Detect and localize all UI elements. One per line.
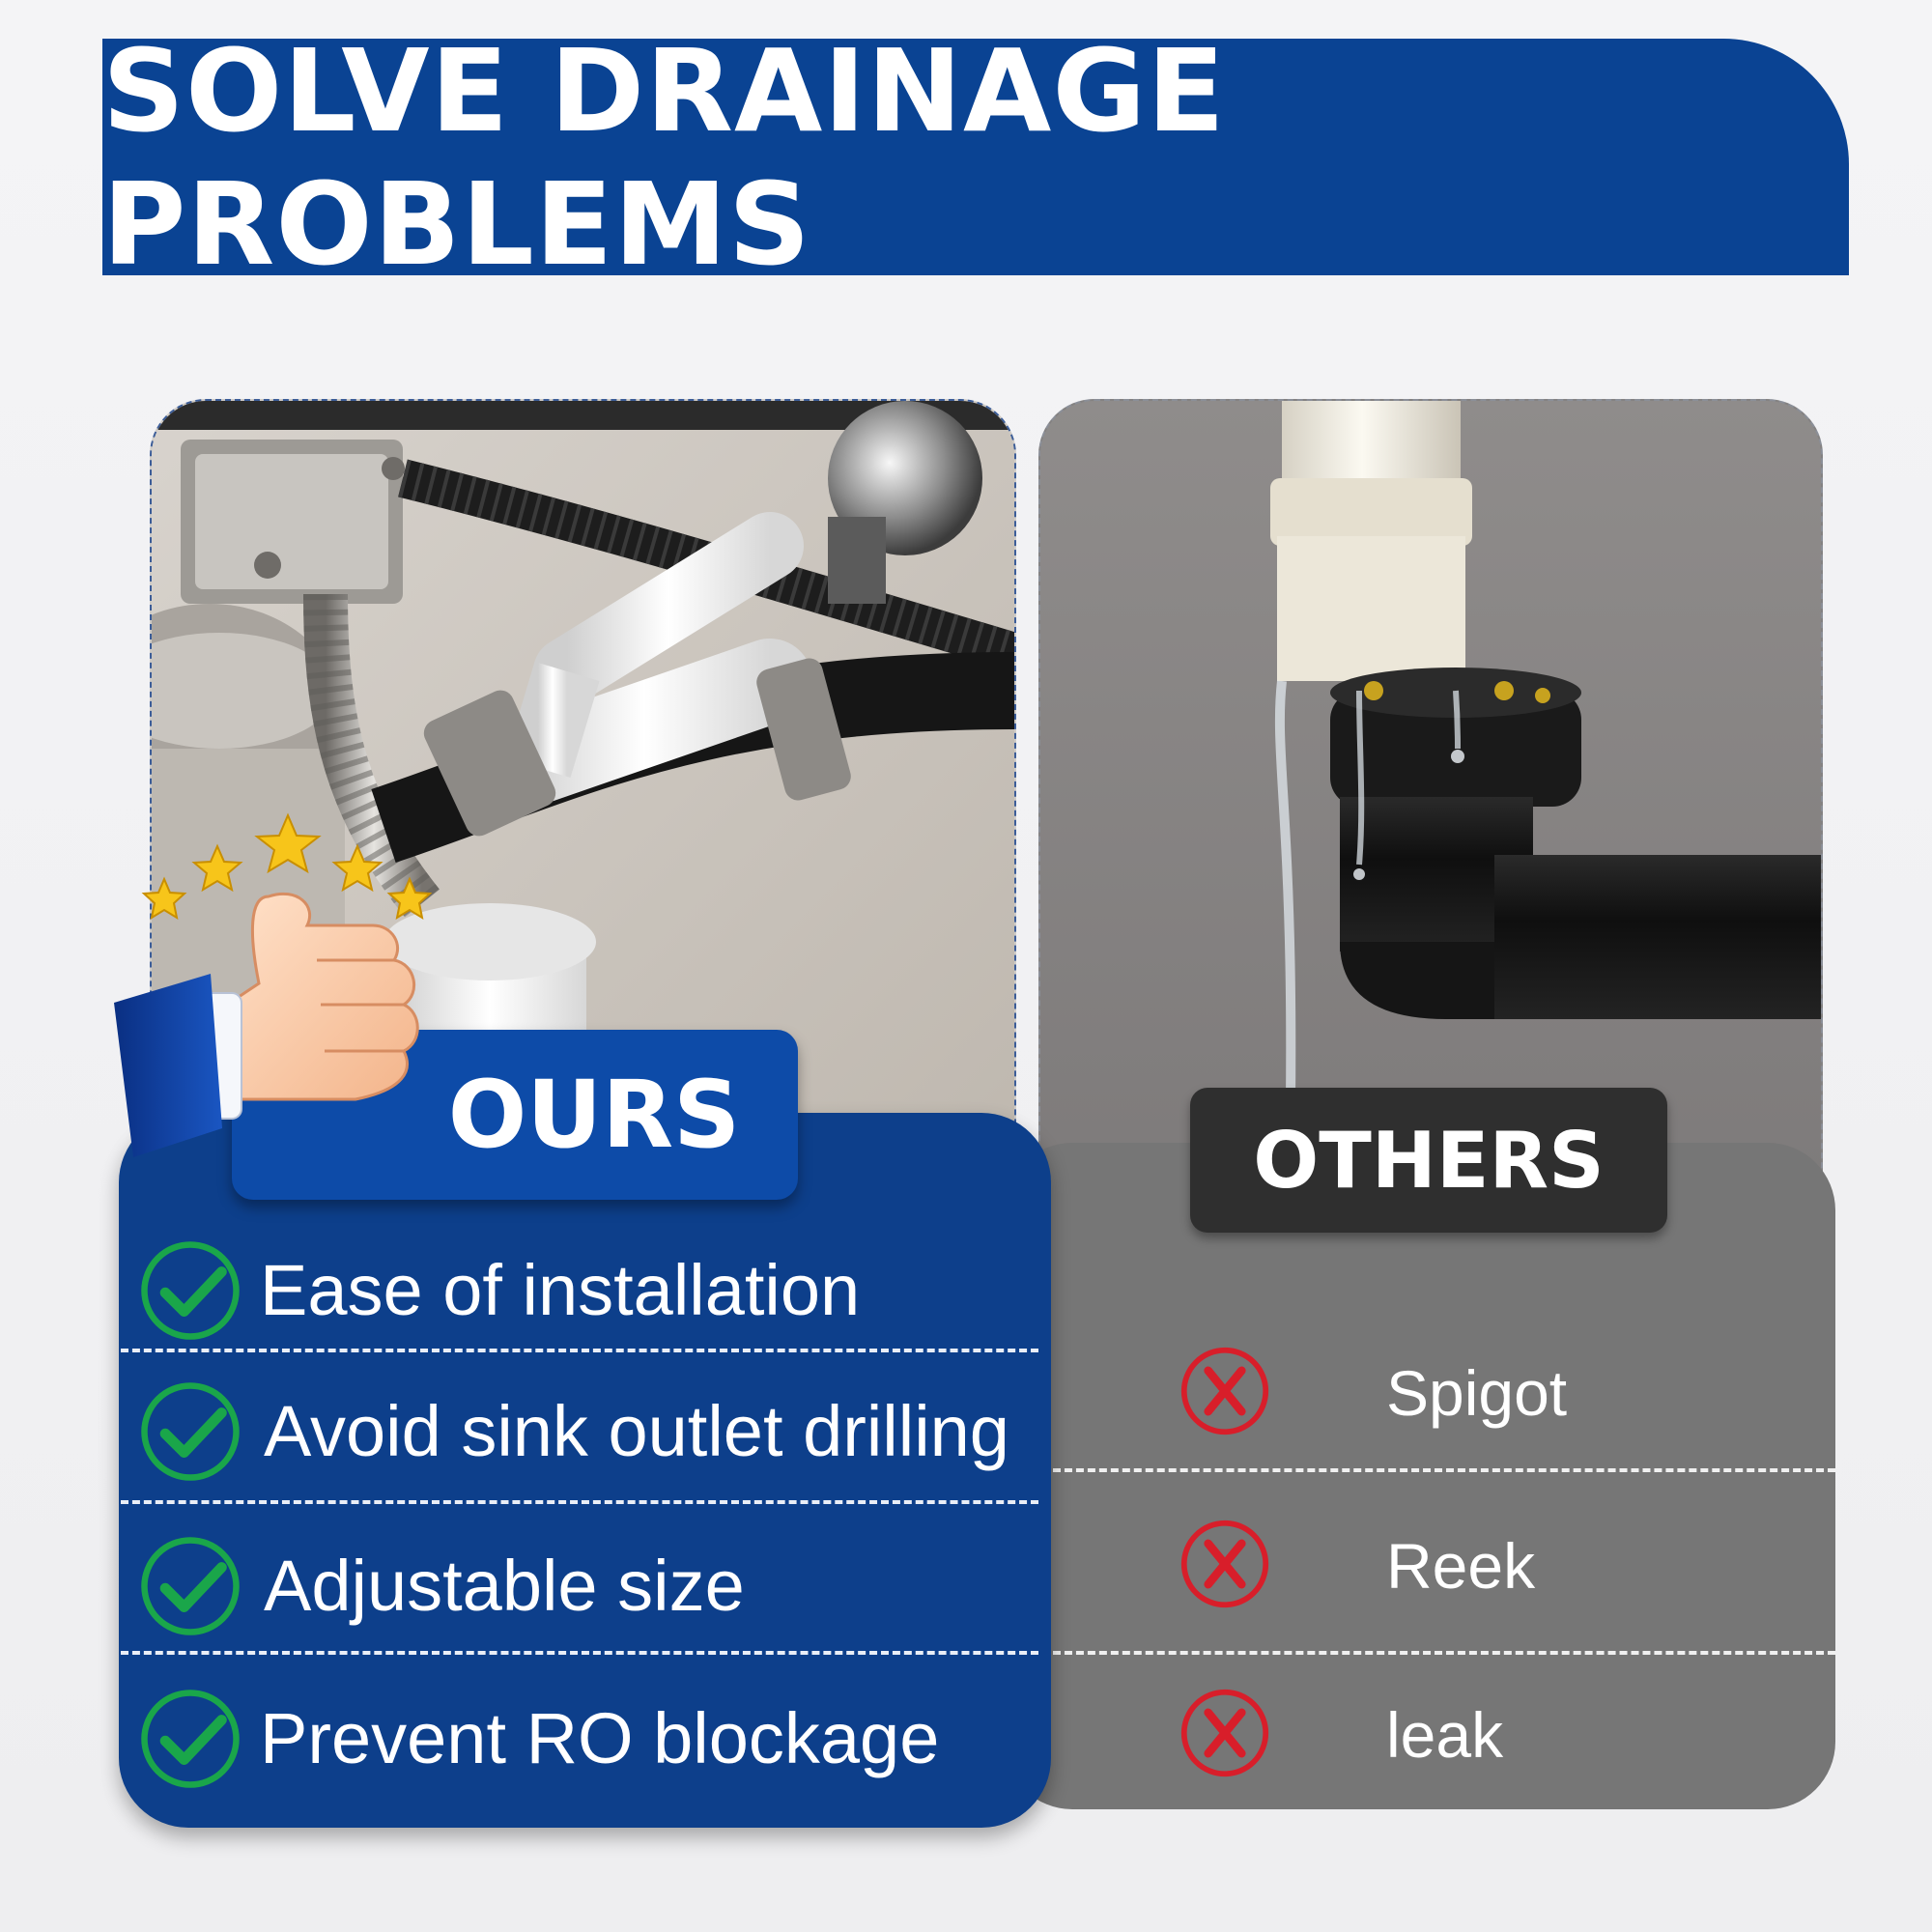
- row-divider: [1053, 1651, 1835, 1655]
- ours-feature-row: Avoid sink outlet drilling: [119, 1358, 1051, 1503]
- star-icon: [386, 876, 433, 921]
- star-icon: [331, 843, 384, 893]
- others-issue-row: Spigot: [1005, 1316, 1835, 1470]
- others-issue-text: Spigot: [1386, 1357, 1568, 1429]
- ours-label: OURS: [447, 1061, 741, 1169]
- x-icon: [1180, 1347, 1269, 1435]
- star-icon: [191, 843, 243, 893]
- ours-panel: [119, 1113, 1051, 1828]
- row-divider: [1053, 1468, 1835, 1472]
- row-divider: [121, 1349, 1038, 1352]
- title-banner: [102, 39, 1849, 275]
- check-icon: [141, 1537, 240, 1635]
- check-icon: [141, 1382, 240, 1481]
- check-icon: [141, 1690, 240, 1788]
- row-divider: [121, 1651, 1038, 1655]
- ours-feature-text: Ease of installation: [260, 1249, 861, 1330]
- ours-feature-text: Avoid sink outlet drilling: [264, 1390, 1009, 1471]
- ours-feature-row: Ease of installation: [119, 1217, 1051, 1362]
- star-rating: [141, 812, 433, 921]
- x-icon: [1180, 1520, 1269, 1608]
- others-panel: [1005, 1143, 1835, 1809]
- ours-feature-row: Adjustable size: [119, 1513, 1051, 1658]
- star-icon: [254, 812, 322, 874]
- others-issue-text: Reek: [1386, 1530, 1536, 1602]
- thumbs-up-icon: [114, 812, 433, 1157]
- others-issue-row: leak: [1005, 1658, 1835, 1812]
- row-divider: [121, 1500, 1038, 1504]
- x-icon: [1180, 1689, 1269, 1777]
- ours-feature-text: Adjustable size: [264, 1545, 745, 1626]
- star-icon: [141, 876, 187, 921]
- others-photo: [1038, 399, 1823, 1272]
- others-label: OTHERS: [1190, 1088, 1667, 1233]
- leaking-pipe-illustration: [1040, 401, 1821, 1270]
- others-issue-text: leak: [1386, 1699, 1504, 1771]
- ours-feature-text: Prevent RO blockage: [260, 1697, 940, 1778]
- check-icon: [141, 1241, 240, 1340]
- others-issue-row: Reek: [1005, 1489, 1835, 1643]
- page-title: SOLVE DRAINAGE PROBLEMS: [102, 23, 1226, 291]
- ours-feature-row: Prevent RO blockage: [119, 1665, 1051, 1810]
